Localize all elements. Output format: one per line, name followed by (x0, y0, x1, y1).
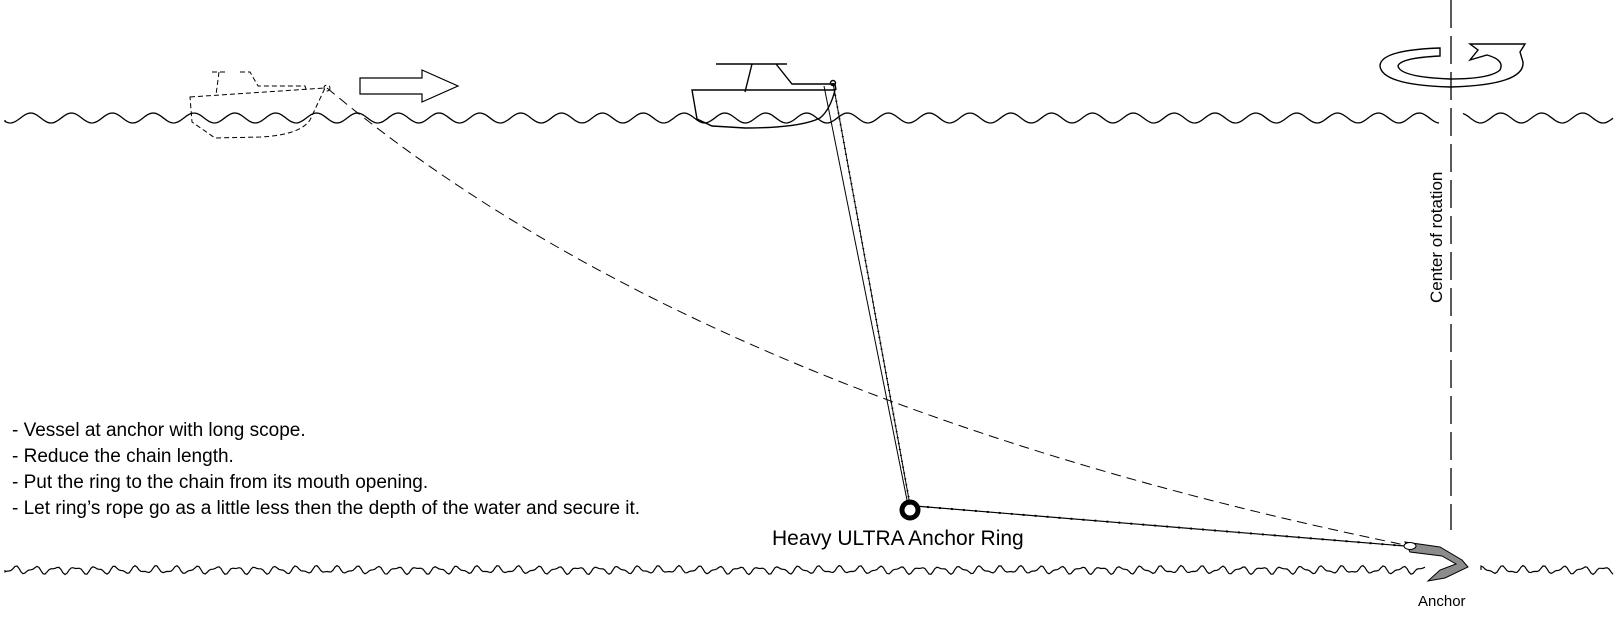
ring-rope (823, 85, 909, 506)
boat (691, 63, 837, 129)
long-scope-chain (326, 87, 1406, 546)
note-3: - Put the ring to the chain from its mou… (12, 472, 429, 493)
anchor-icon (1403, 541, 1469, 582)
ring-label: Heavy ULTRA Anchor Ring (772, 527, 1024, 550)
note-1: - Vessel at anchor with long scope. (12, 420, 306, 441)
instructions-list: - Vessel at anchor with long scope. - Re… (12, 418, 640, 522)
anchor-label: Anchor (1418, 593, 1466, 610)
note-2: - Reduce the chain length. (12, 446, 234, 467)
water-surface (4, 112, 1614, 124)
note-4: - Let ring’s rope go as a little less th… (12, 498, 641, 519)
rotation-icon (1379, 43, 1527, 88)
ghost-boat-long-scope (189, 71, 331, 139)
center-of-rotation-label: Center of rotation (1427, 171, 1446, 303)
sea-bed (4, 564, 1614, 576)
direction-arrow-icon (359, 69, 460, 103)
anchor-ring-icon (899, 499, 921, 521)
